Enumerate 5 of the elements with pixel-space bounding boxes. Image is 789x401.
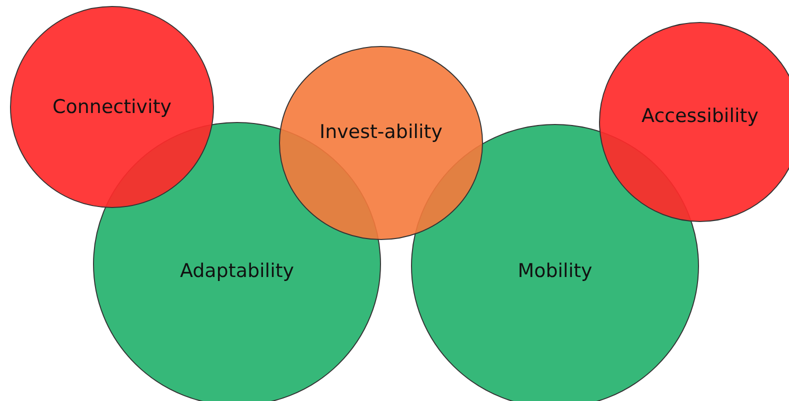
circle-label: Mobility xyxy=(518,260,592,282)
circle-label: Invest-ability xyxy=(319,121,443,143)
circle-label: Adaptability xyxy=(180,260,294,282)
circle-label: Accessibility xyxy=(642,105,758,127)
circle-label: Connectivity xyxy=(52,96,172,118)
